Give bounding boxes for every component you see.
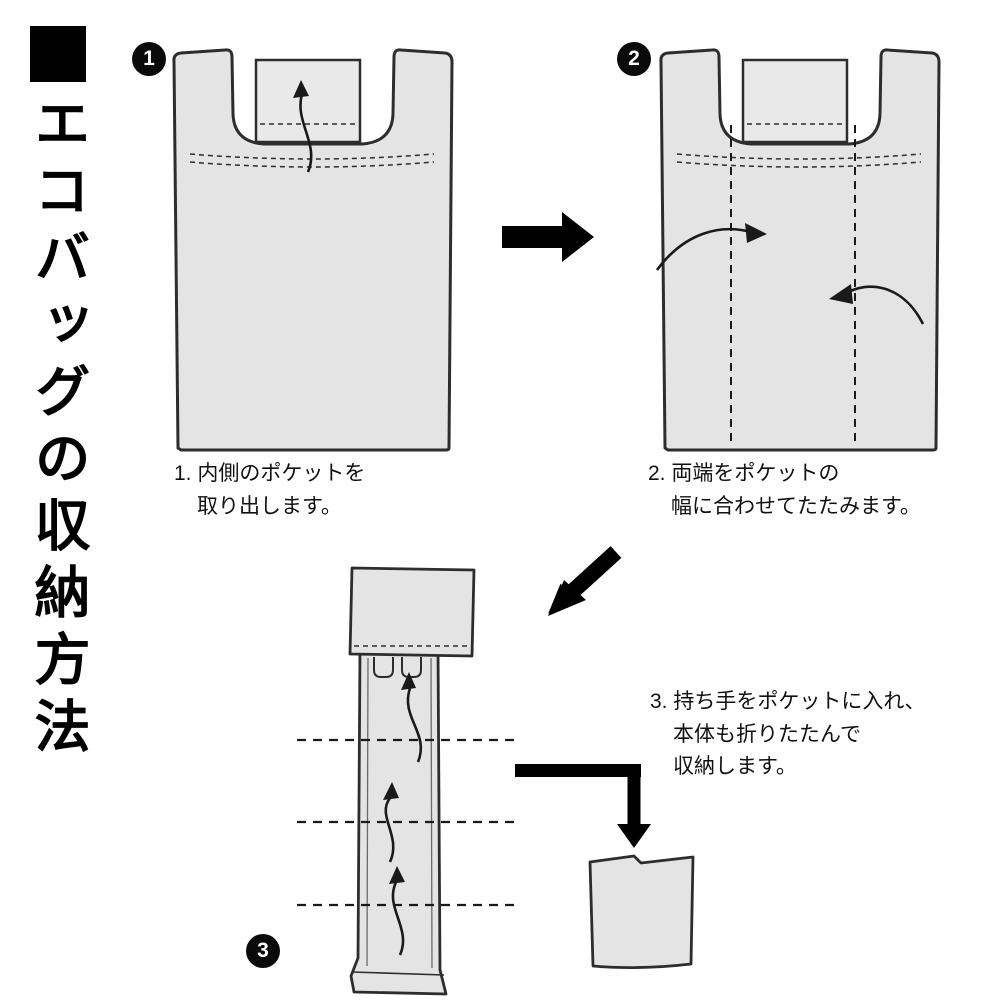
arrow-up-curved-icon [389, 866, 405, 956]
arrow-up-curved-icon [293, 80, 313, 173]
caption-line: 2. 両端をポケットの [648, 462, 840, 485]
hem-stitch-line [189, 161, 435, 168]
arrow-fold-right-icon [829, 284, 925, 325]
page-title: エコバッグの収納方法 [27, 94, 90, 764]
step-2-badge: 2 [617, 42, 651, 76]
caption-line: 幅に合わせてたたみます。 [671, 494, 921, 518]
strip-layer-line [430, 657, 433, 969]
caption-line: 1. 内側のポケットを [174, 462, 366, 485]
caption-line: 3. 持ち手をポケットに入れ、 [650, 690, 926, 713]
bag-illustration-step2 [655, 48, 941, 452]
caption-line: 取り出します。 [197, 494, 342, 518]
handle-tab [401, 657, 422, 678]
pocket-top [348, 566, 476, 658]
caption-line: 収納します。 [673, 755, 797, 779]
arrow-up-curved-icon [383, 782, 399, 863]
title-square-marker [30, 26, 86, 82]
hem-stitch-line [676, 153, 922, 160]
step-3-badge: 3 [246, 934, 280, 968]
bag-body [172, 48, 454, 452]
strip-layer-line [366, 657, 369, 967]
bag-illustration-step1 [172, 48, 454, 452]
arrow-fold-left-icon [655, 223, 767, 271]
folded-bag-illustration-step3 [297, 566, 515, 996]
pouch-body [588, 854, 695, 969]
arrow-elbow-down-icon [515, 764, 651, 848]
inner-pocket [254, 58, 362, 144]
handle-tab [373, 657, 394, 678]
hem-stitch-line [676, 161, 922, 168]
final-pouch-illustration [588, 854, 695, 969]
arrow-right-icon [502, 212, 594, 262]
step-1-caption: 1. 内側のポケットを 取り出します。 [174, 458, 365, 523]
caption-line: 本体も折りたたんで [673, 722, 861, 746]
hem-stitch-line [189, 153, 435, 160]
vertical-title: エコバッグの収納方法 [26, 26, 96, 764]
arrow-down-left-icon [548, 546, 622, 616]
inner-pocket [741, 58, 849, 144]
step-3-caption: 3. 持ち手をポケットに入れ、 本体も折りたたんで 収納します。 [650, 686, 926, 784]
bottom-crease-line [351, 971, 445, 976]
arrow-up-curved-icon [401, 672, 423, 763]
step-1-badge: 1 [132, 42, 166, 76]
step-2-caption: 2. 両端をポケットの 幅に合わせてたたみます。 [648, 458, 921, 523]
